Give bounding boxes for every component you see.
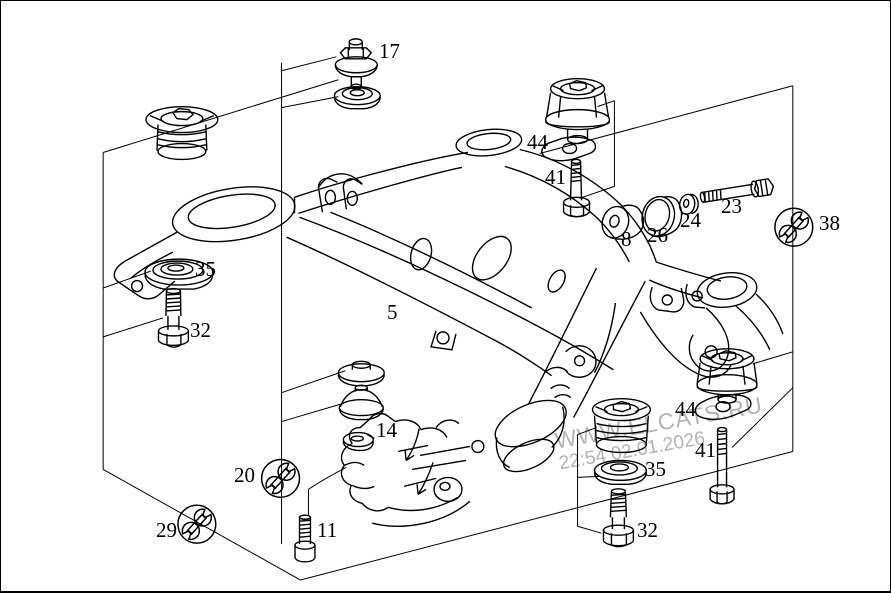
part-label-32-lower: 32 xyxy=(637,518,658,542)
part-label-32-left: 32 xyxy=(190,318,211,342)
washer-24-drawing xyxy=(678,193,699,215)
part-label-20: 20 xyxy=(234,463,255,487)
bolt-32-left-drawing xyxy=(157,287,190,348)
bolt-32-lower-drawing xyxy=(602,488,635,548)
tool-symbol-38 xyxy=(774,207,814,247)
sleeve-26-drawing xyxy=(641,195,683,238)
part-label-11: 11 xyxy=(317,518,338,542)
part-label-23: 23 xyxy=(721,194,742,218)
part-label-29: 29 xyxy=(156,518,177,542)
washer-stack-14-drawing xyxy=(337,360,385,452)
part-label-41-lower: 41 xyxy=(695,438,716,462)
part-label-44-lower: 44 xyxy=(675,397,696,421)
bolt-41-lower-drawing xyxy=(709,426,735,505)
part-label-26: 26 xyxy=(647,223,668,247)
bolt-11-drawing xyxy=(294,514,316,563)
tool-symbol-20 xyxy=(260,458,301,499)
bushing-8-drawing xyxy=(601,204,645,240)
differential-sketch xyxy=(340,412,471,527)
bolt-41-top-drawing xyxy=(562,158,591,218)
bolt-23-drawing xyxy=(699,178,775,203)
mount-44-top-drawing xyxy=(544,78,611,145)
washer-35-left-drawing xyxy=(144,258,214,290)
part-label-41-top: 41 xyxy=(545,165,566,189)
bracket-44-lower-drawing xyxy=(694,394,752,421)
part-label-44-top: 44 xyxy=(527,130,548,154)
part-label-24: 24 xyxy=(680,208,701,232)
part-label-35-lower: 35 xyxy=(645,457,666,481)
construction-lines xyxy=(102,56,794,581)
tool-symbol-29 xyxy=(177,504,217,544)
part-label-38: 38 xyxy=(819,211,840,235)
part-label-35-left: 35 xyxy=(195,257,216,281)
part-label-8: 8 xyxy=(621,227,632,251)
part-label-14: 14 xyxy=(376,418,397,442)
rubber-mount-front-left-drawing xyxy=(145,105,219,161)
part-label-17: 17 xyxy=(379,39,400,63)
washer-35-lower-drawing xyxy=(593,459,648,486)
mount-lower-center-drawing xyxy=(591,397,652,454)
subframe-5-drawing xyxy=(113,128,784,473)
mount-17-drawing xyxy=(333,38,381,110)
part-label-5: 5 xyxy=(387,300,398,324)
bracket-44-top-drawing xyxy=(541,136,597,162)
